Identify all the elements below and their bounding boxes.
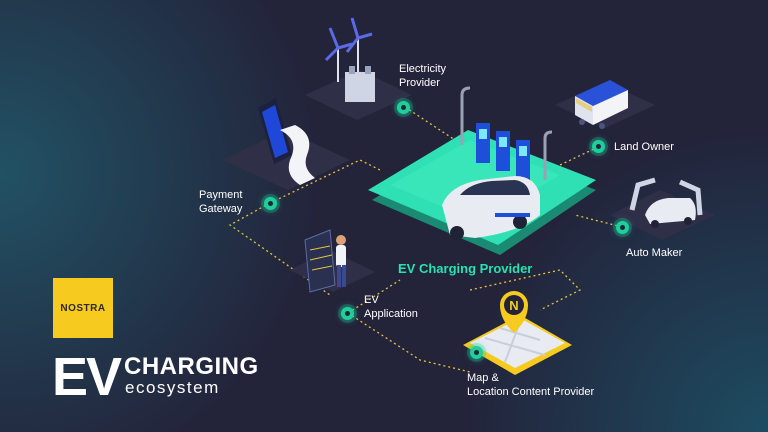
map-location-icon [463,291,572,375]
auto-maker-label: Auto Maker [626,247,683,259]
connector-lines [228,106,623,373]
electricity-node-icon [397,101,410,114]
automaker-node-icon [616,221,629,234]
map-location-label: Map &Location Content Provider [467,372,595,398]
map-node-icon [470,346,483,359]
land-owner-label: Land Owner [614,141,674,153]
payment-gateway-icon [258,98,315,185]
street-lamps [460,86,553,180]
logo-text: NOSTRA [60,302,106,314]
ev-application-icon [304,229,346,293]
title-charging: CHARGING [124,353,259,380]
nostra-logo: NOSTRA [53,278,113,338]
auto-maker-icon [629,177,703,228]
land-owner-icon [575,80,628,129]
ev-car-icon [442,176,540,240]
evapp-node-icon [341,307,354,320]
title-ecosystem: ecosystem [125,378,220,397]
center-label: EV Charging Provider [398,261,533,276]
electricity-provider-icon [324,17,375,102]
map-pin-letter: N [509,298,518,313]
payment-node-icon [264,197,277,210]
charging-stations [476,123,530,180]
landowner-node-icon [592,140,605,153]
title-ev: EV [52,347,122,407]
